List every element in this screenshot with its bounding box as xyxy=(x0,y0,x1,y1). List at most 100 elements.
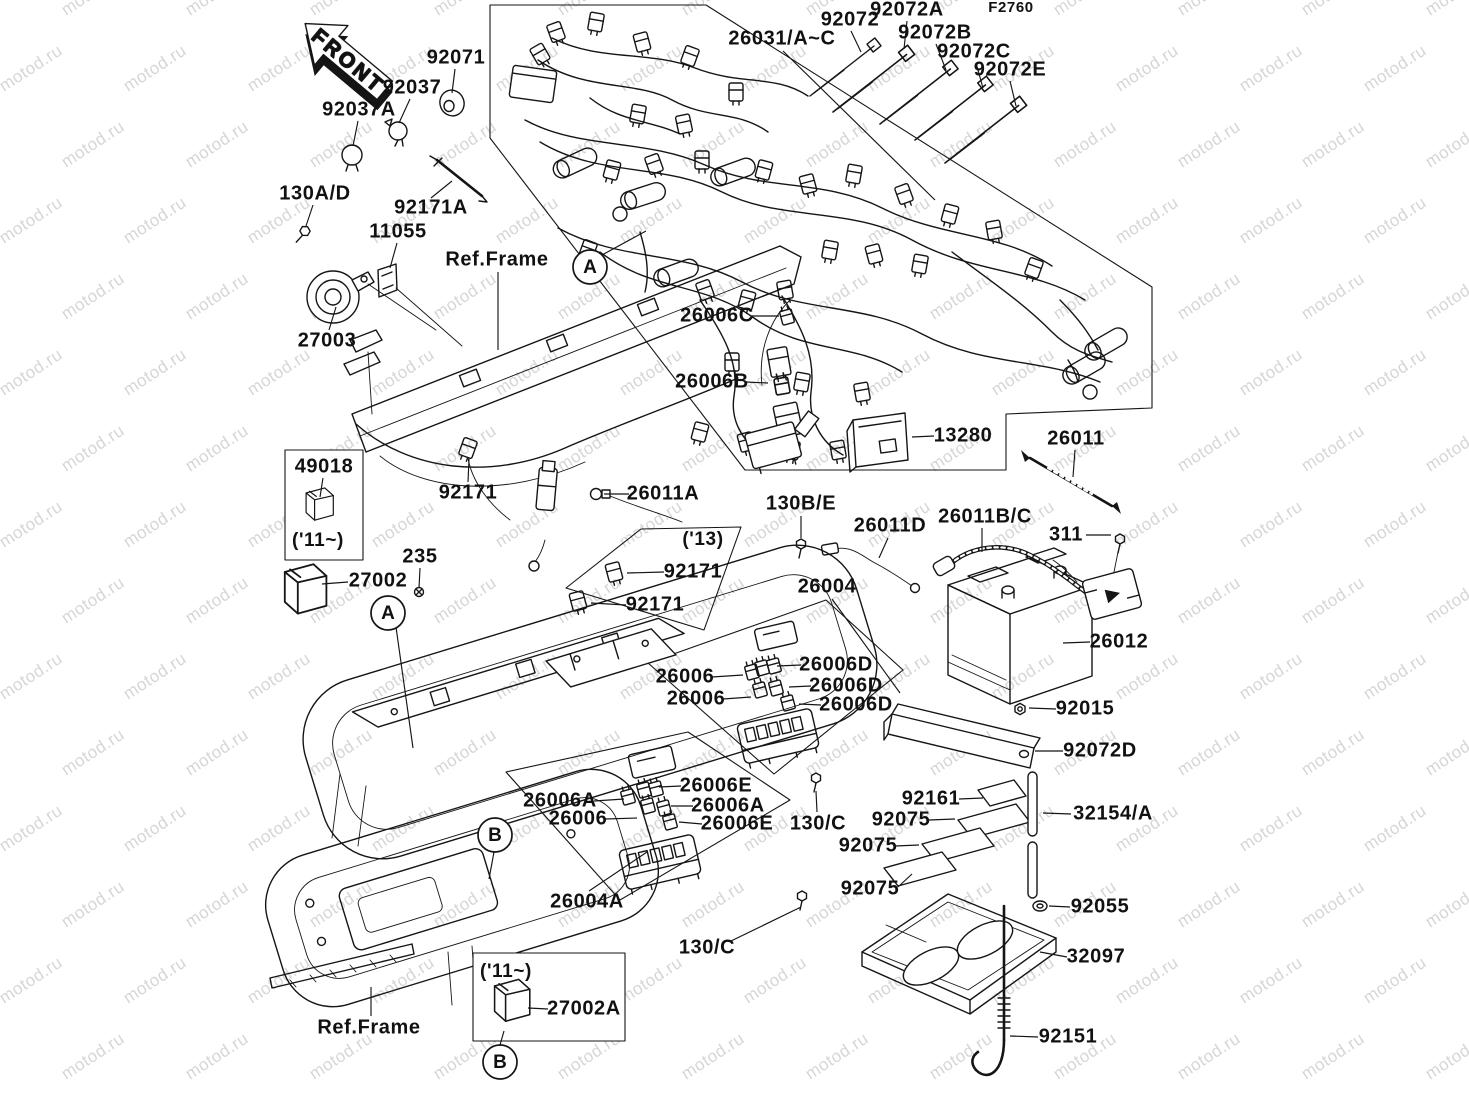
watermark-text: motod.ru xyxy=(1298,877,1368,932)
part-label-44: 26006 xyxy=(549,807,608,829)
watermark-text: motod.ru xyxy=(182,877,252,932)
leader-line xyxy=(1039,951,1068,958)
part-label-48: 130/C xyxy=(790,812,846,834)
fuse-panel-upper xyxy=(647,599,904,793)
bolt-130AD xyxy=(293,223,313,247)
part-label-33: 26012 xyxy=(1090,630,1149,652)
leader-line xyxy=(850,30,862,53)
leader-line xyxy=(430,180,453,199)
watermark-text: motod.ru xyxy=(120,193,190,248)
leader-line xyxy=(788,685,812,688)
leader-line xyxy=(590,602,627,606)
leader-line xyxy=(928,818,956,821)
harness-box-outline xyxy=(489,4,1153,471)
watermark-text: motod.ru xyxy=(244,345,314,400)
part-label-10: 130A/D xyxy=(279,182,350,204)
leader-line xyxy=(897,873,913,888)
watermark-text: motod.ru xyxy=(244,649,314,704)
watermark-text: motod.ru xyxy=(120,345,190,400)
watermark-text: motod.ru xyxy=(802,725,872,780)
svg-text:A: A xyxy=(583,257,597,278)
watermark-text: motod.ru xyxy=(368,497,438,552)
watermark-text: motod.ru xyxy=(430,269,500,324)
watermark-text: motod.ru xyxy=(1112,193,1182,248)
watermark-text: motod.ru xyxy=(58,117,128,172)
watermark-text: motod.ru xyxy=(1422,725,1469,780)
j-bolt-92151 xyxy=(971,904,1011,1077)
watermark-text: motod.ru xyxy=(616,497,686,552)
watermark-text: motod.ru xyxy=(678,1029,748,1084)
switch-fuse-column xyxy=(744,299,909,475)
part-label-41: 26006E xyxy=(680,774,753,796)
part-label-38: 26006D xyxy=(819,693,893,715)
leader-line xyxy=(626,571,665,574)
part-label-16: 26006B xyxy=(675,370,749,392)
watermark-text: motod.ru xyxy=(1298,117,1368,172)
watermark-text: motod.ru xyxy=(492,345,562,400)
part-label-1: 92072 xyxy=(821,8,880,30)
watermark-text: motod.ru xyxy=(1174,421,1244,476)
part-label-8: 92037 xyxy=(383,76,442,98)
leader-line xyxy=(935,43,947,71)
part-label-34: 26006D xyxy=(799,653,873,675)
watermark-text: motod.ru xyxy=(740,193,810,248)
watermark-text: motod.ru xyxy=(1422,0,1469,19)
part-label-21: 92171 xyxy=(439,481,498,503)
leader-line xyxy=(815,790,818,813)
part-label-11: 92171A xyxy=(394,196,468,218)
watermark-text: motod.ru xyxy=(0,269,4,324)
watermark-text: motod.ru xyxy=(0,117,4,172)
watermark-text: motod.ru xyxy=(864,41,934,96)
watermark-text: motod.ru xyxy=(1298,0,1368,19)
part-label-12: 11055 xyxy=(369,220,427,242)
watermark-text: motod.ru xyxy=(1174,573,1244,628)
part-label-7: 92071 xyxy=(427,46,486,68)
leader-line xyxy=(418,567,421,589)
watermark-text: motod.ru xyxy=(1360,497,1430,552)
watermark-text: motod.ru xyxy=(120,497,190,552)
watermark-text: motod.ru xyxy=(1298,269,1368,324)
part-label-32: 26004 xyxy=(798,575,857,597)
watermark-text: motod.ru xyxy=(1174,725,1244,780)
watermark-text: motod.ru xyxy=(1422,117,1469,172)
watermark-text: motod.ru xyxy=(244,41,314,96)
part-label-49: 92075 xyxy=(872,808,931,830)
part-label-0: F2760 xyxy=(988,0,1034,16)
watermark-text: motod.ru xyxy=(1050,117,1120,172)
watermark-text: motod.ru xyxy=(1174,1029,1244,1084)
watermark-text: motod.ru xyxy=(864,345,934,400)
watermark-text: motod.ru xyxy=(58,421,128,476)
part-label-45: 26006E xyxy=(701,812,774,834)
watermark-text: motod.ru xyxy=(58,573,128,628)
holder-13280 xyxy=(846,412,909,473)
leader-lines xyxy=(305,20,1111,1038)
box-13-group xyxy=(565,526,742,631)
watermark-text: motod.ru xyxy=(182,725,252,780)
part-label-30: 92171 xyxy=(664,560,723,582)
watermark-text: motod.ru xyxy=(1112,649,1182,704)
grommet-92071 xyxy=(439,89,465,117)
watermark-text: motod.ru xyxy=(1360,953,1430,1008)
watermark-text: motod.ru xyxy=(430,877,500,932)
watermark-text: motod.ru xyxy=(1174,877,1244,932)
watermark-text: motod.ru xyxy=(430,0,500,19)
part-label-31: 92171 xyxy=(626,593,685,615)
leader-line xyxy=(798,703,822,706)
watermark-text: motod.ru xyxy=(306,117,376,172)
part-label-13: Ref.Frame xyxy=(445,248,548,270)
part-label-22: 26011A xyxy=(627,482,700,504)
part-label-40: 92072D xyxy=(1063,739,1137,761)
leader-line xyxy=(467,458,470,483)
battery-tray-32097 xyxy=(861,893,1057,1015)
leader-line xyxy=(958,797,984,800)
watermark-text: motod.ru xyxy=(1298,1029,1368,1084)
watermark-text: motod.ru xyxy=(0,649,66,704)
part-label-43: 26006A xyxy=(691,794,765,816)
part-label-35: 26006 xyxy=(656,665,715,687)
leader-line xyxy=(831,598,901,694)
watermark-text: motod.ru xyxy=(120,801,190,856)
part-label-23: 130B/E xyxy=(766,492,836,514)
watermark-text: motod.ru xyxy=(182,269,252,324)
svg-text:B: B xyxy=(488,825,502,846)
watermark-text: motod.ru xyxy=(120,41,190,96)
